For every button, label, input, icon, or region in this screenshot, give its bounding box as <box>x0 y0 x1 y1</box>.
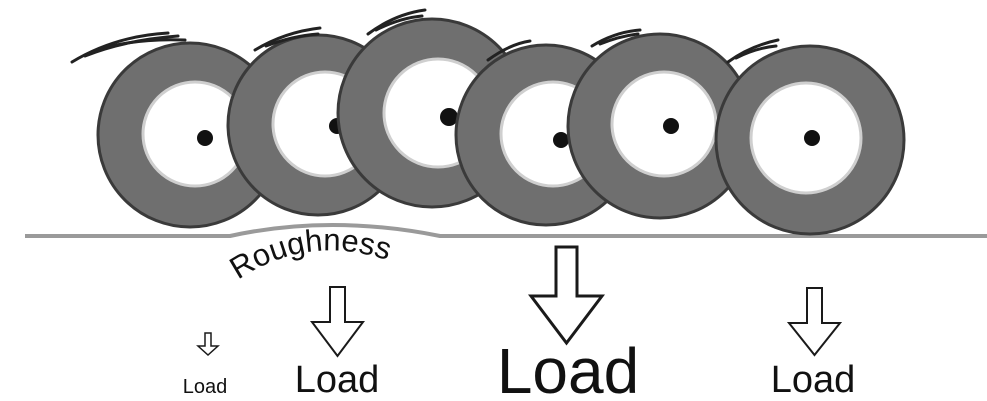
load-label-small: Load <box>183 376 228 398</box>
load-arrow-icon <box>312 287 363 356</box>
load-label-medium: Load <box>295 359 380 401</box>
load-arrow-icon <box>531 247 602 343</box>
load-label-right: Load <box>771 359 856 401</box>
load-label-large: Load <box>497 335 639 401</box>
load-arrow-icon <box>789 288 840 355</box>
load-arrow-icon <box>198 333 218 355</box>
wheel-icon <box>716 46 904 234</box>
